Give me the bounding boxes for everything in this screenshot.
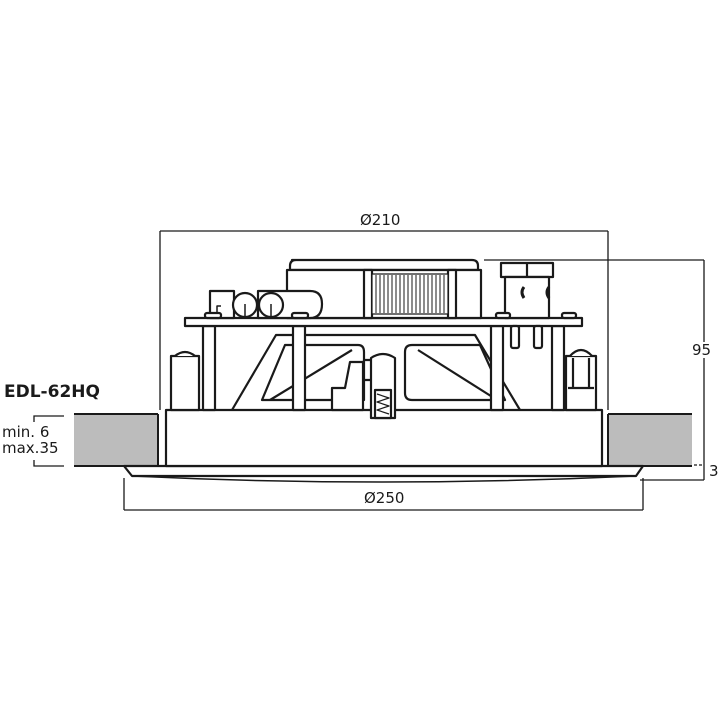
- speaker-terminals: [494, 261, 578, 350]
- circuit-board: [183, 316, 584, 328]
- capacitors: [203, 289, 324, 320]
- ceiling-right: [607, 413, 692, 467]
- clamp-right: [564, 348, 598, 412]
- dimension-line-95: [484, 259, 705, 481]
- height-label: 95: [692, 341, 712, 359]
- ceiling-max-label: max.35: [2, 439, 59, 457]
- support-post: [550, 324, 566, 412]
- ceiling-thickness-bracket: [33, 415, 64, 467]
- flange-label: 3: [709, 462, 719, 480]
- dimension-line-250: [123, 478, 644, 511]
- terminal-block: [330, 352, 397, 420]
- inner-diameter-label: Ø210: [360, 211, 401, 229]
- dimension-line-210: [159, 230, 609, 410]
- ceiling-left: [74, 413, 159, 467]
- speaker-basket: [231, 333, 521, 411]
- model-name: EDL-62HQ: [4, 382, 100, 402]
- speaker-flange: [122, 464, 645, 483]
- outer-diameter-label: Ø250: [364, 489, 405, 507]
- ceiling-min-label: min. 6: [2, 423, 50, 441]
- support-post: [489, 324, 505, 412]
- support-post: [291, 324, 307, 412]
- clamp-left: [169, 350, 201, 412]
- support-post: [201, 324, 217, 412]
